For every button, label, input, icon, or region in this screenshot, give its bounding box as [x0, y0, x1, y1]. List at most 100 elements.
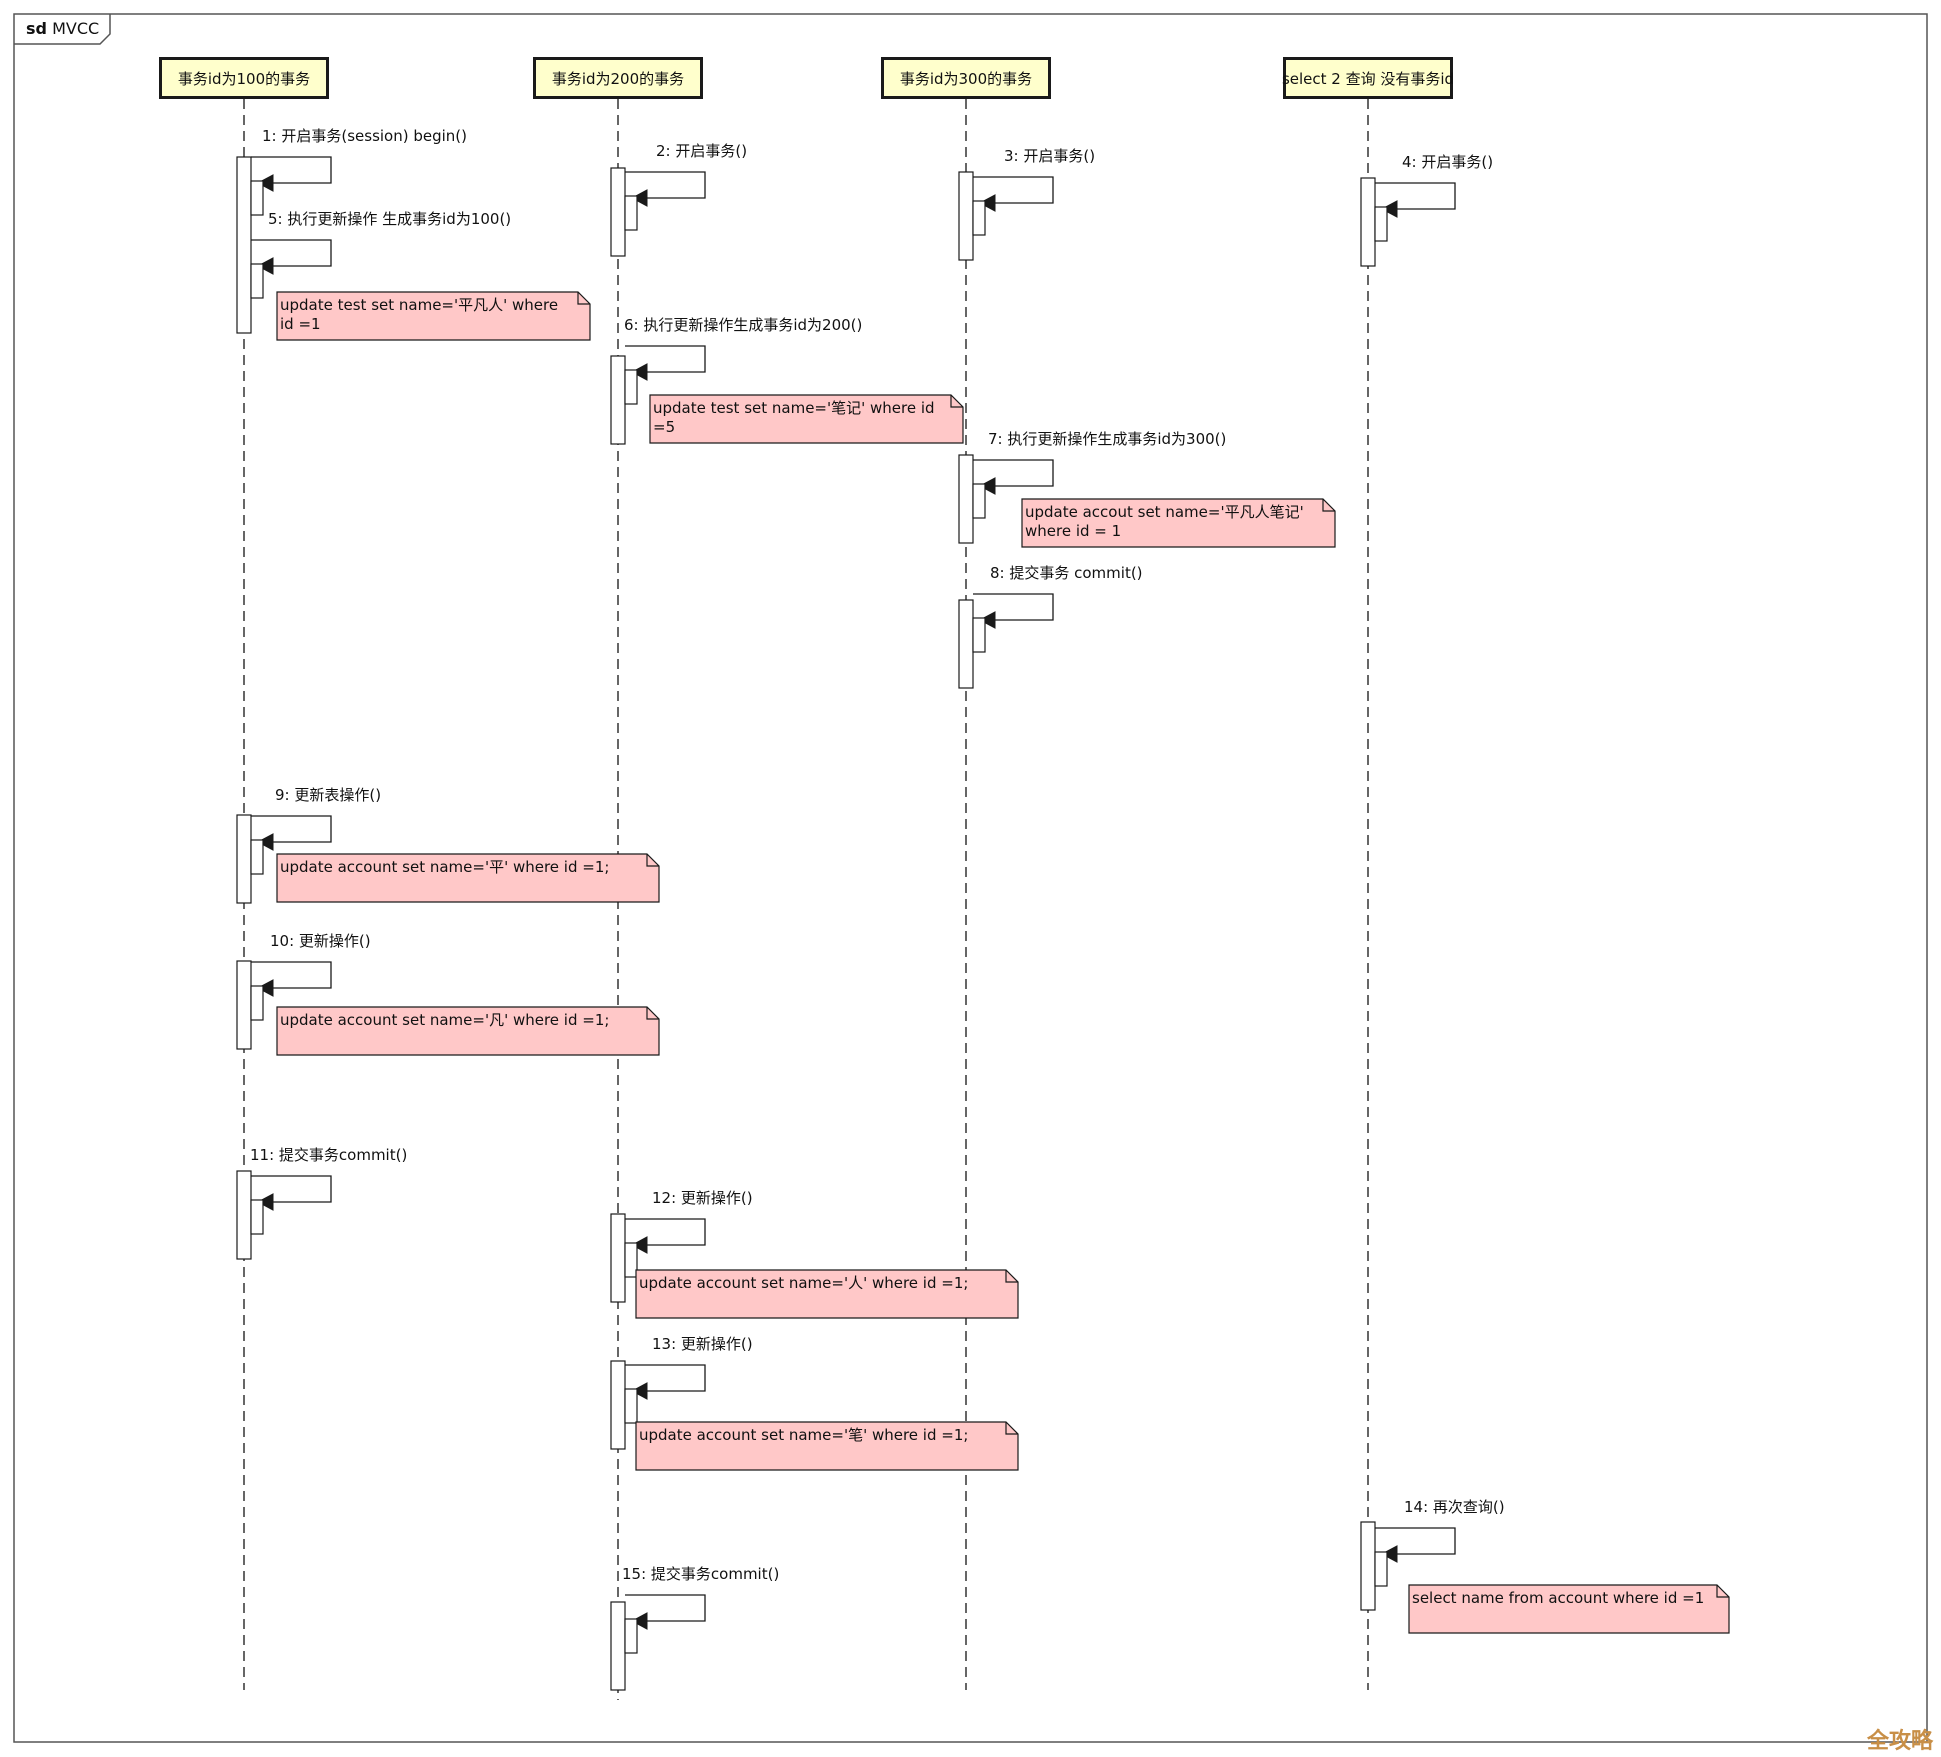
arrowhead [630, 1236, 648, 1254]
message-label-9: 9: 更新表操作() [275, 786, 382, 804]
note-shape [276, 853, 660, 903]
arrowhead [256, 833, 274, 851]
note-shape [649, 394, 964, 444]
message-label-3: 3: 开启事务() [1004, 147, 1096, 165]
activation-bar [610, 167, 626, 257]
message-label-15: 15: 提交事务commit() [622, 1565, 780, 1583]
message-label-2: 2: 开启事务() [656, 142, 748, 160]
arrowhead [256, 174, 274, 192]
message-label-11: 11: 提交事务commit() [250, 1146, 408, 1164]
note-text-5: update test set name='平凡人' where id =1 [280, 296, 559, 333]
self-message-line [251, 815, 332, 843]
message-label-1: 1: 开启事务(session) begin() [262, 127, 468, 145]
note-shape [635, 1421, 1019, 1471]
activation-bar [958, 599, 974, 689]
nested-activation-bar [250, 985, 264, 1021]
activation-bar [236, 960, 252, 1050]
note-fold [646, 1007, 659, 1020]
nested-activation-bar [972, 617, 986, 653]
self-message-line [625, 1218, 706, 1246]
lifeline-head-sel: select 2 查询 没有事务id [1282, 57, 1454, 99]
frame-label: sd MVCC [26, 19, 99, 38]
message-label-8: 8: 提交事务 commit() [990, 564, 1143, 582]
note-text-10: update account set name='凡' where id =1; [280, 1011, 610, 1029]
lifeline-head-t200: 事务id为200的事务 [533, 57, 703, 99]
note-text-14: select name from account where id =1 [1412, 1589, 1705, 1607]
nested-activation-bar [624, 1388, 638, 1424]
self-message-line [1375, 1527, 1456, 1555]
frame-name: MVCC [52, 19, 100, 38]
self-message-line [1375, 182, 1456, 210]
nested-activation-bar [624, 1242, 638, 1278]
note-shape [1408, 1584, 1730, 1634]
activation-bar [1360, 177, 1376, 267]
frame-kind: sd [26, 19, 47, 38]
watermark-text: 全攻略 [1866, 1729, 1933, 1754]
message-label-6: 6: 执行更新操作生成事务id为200() [624, 316, 863, 334]
self-message-line [625, 1594, 706, 1622]
nested-activation-bar [250, 263, 264, 299]
nested-activation-bar [1374, 206, 1388, 242]
activation-bar [1360, 1521, 1376, 1611]
note-text-12: update account set name='人' where id =1; [639, 1274, 969, 1292]
note-fold [1322, 499, 1335, 512]
message-label-7: 7: 执行更新操作生成事务id为300() [988, 430, 1227, 448]
nested-activation-bar [1374, 1551, 1388, 1587]
self-message-line [251, 961, 332, 989]
arrowhead [978, 194, 996, 212]
nested-activation-bar [624, 369, 638, 405]
arrowhead [630, 1382, 648, 1400]
arrowhead [630, 1612, 648, 1630]
activation-bar [610, 355, 626, 445]
nested-activation-bar [624, 195, 638, 231]
note-shape [635, 1269, 1019, 1319]
activation-bar [610, 1360, 626, 1450]
activation-bar [236, 156, 252, 334]
nested-activation-bar [972, 483, 986, 519]
self-message-line [973, 176, 1054, 204]
message-label-4: 4: 开启事务() [1402, 153, 1494, 171]
self-message-line [625, 171, 706, 199]
arrowhead [630, 189, 648, 207]
note-fold [1005, 1422, 1018, 1435]
activation-bar [236, 814, 252, 904]
self-message-line [251, 156, 332, 184]
note-shape [276, 291, 591, 341]
note-text-9: update account set name='平' where id =1; [280, 858, 610, 876]
self-message-line [973, 593, 1054, 621]
arrowhead [256, 257, 274, 275]
note-shape [276, 1006, 660, 1056]
note-text-13: update account set name='笔' where id =1; [639, 1426, 969, 1444]
nested-activation-bar [250, 180, 264, 216]
diagram-frame [13, 13, 1928, 1743]
note-text-7: update accout set name='平凡人笔记' where id … [1025, 503, 1304, 540]
self-message-line [625, 345, 706, 373]
activation-bar [236, 1170, 252, 1260]
arrowhead [1380, 200, 1398, 218]
arrowhead [256, 1193, 274, 1211]
arrowhead [1380, 1545, 1398, 1563]
note-fold [1716, 1585, 1729, 1598]
arrowhead [978, 477, 996, 495]
arrowhead [256, 979, 274, 997]
lifeline-head-t100: 事务id为100的事务 [159, 57, 329, 99]
note-text-6: update test set name='笔记' where id =5 [653, 399, 935, 436]
nested-activation-bar [250, 1199, 264, 1235]
note-fold [950, 395, 963, 408]
lifeline-head-t300: 事务id为300的事务 [881, 57, 1051, 99]
arrowhead [978, 611, 996, 629]
activation-bar [610, 1213, 626, 1303]
note-fold [1005, 1270, 1018, 1283]
note-shape [1021, 498, 1336, 548]
note-fold [646, 854, 659, 867]
nested-activation-bar [624, 1618, 638, 1654]
arrowhead [630, 363, 648, 381]
note-fold [577, 292, 590, 305]
activation-bar [610, 1601, 626, 1691]
activation-bar [958, 454, 974, 544]
frame-label-tab [14, 14, 111, 45]
nested-activation-bar [250, 839, 264, 875]
message-label-14: 14: 再次查询() [1404, 1498, 1505, 1516]
